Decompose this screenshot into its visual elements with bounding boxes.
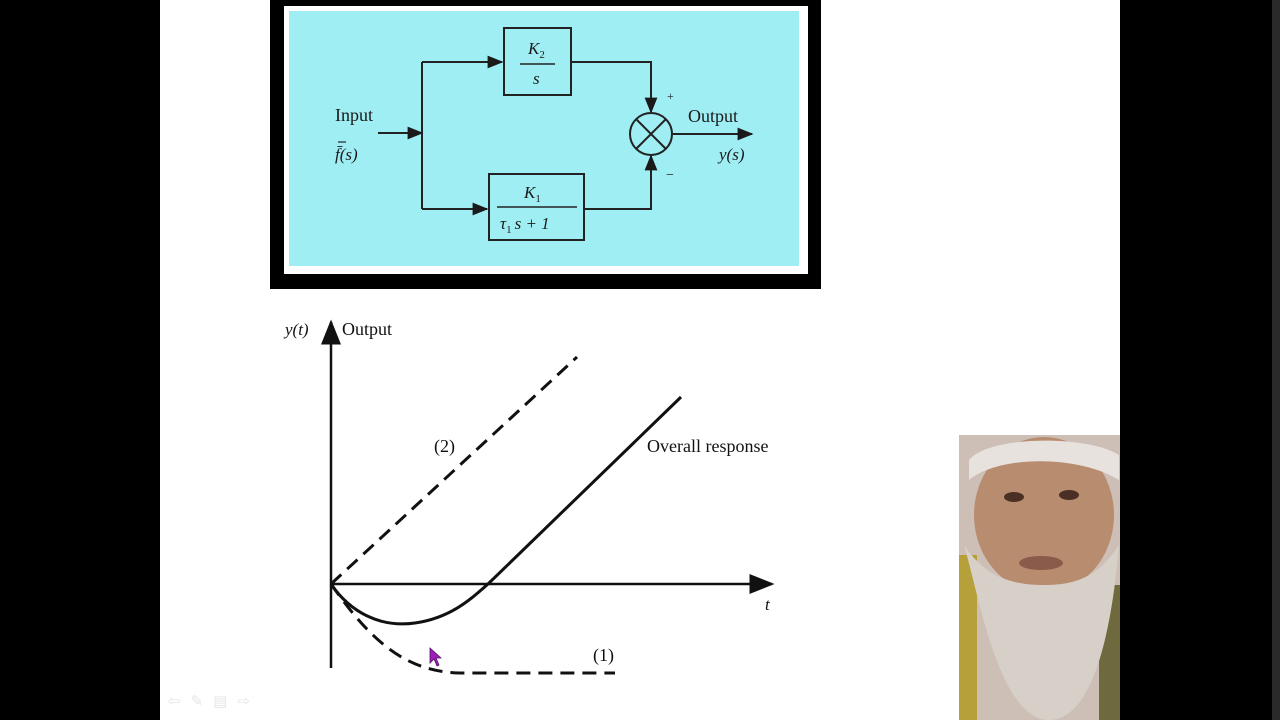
top-block-numerator: K2 xyxy=(527,39,545,61)
slideshow-toolbar: ⇦ ✎ ▤ ⇨ xyxy=(168,692,250,710)
bottom-block-numerator: K1 xyxy=(523,183,541,205)
output-label: Output xyxy=(688,106,738,126)
mouse-cursor-icon xyxy=(429,647,443,667)
back-arrow-icon[interactable]: ⇦ xyxy=(168,692,181,710)
curve-1-label: (1) xyxy=(593,645,614,666)
sum-minus-sign: − xyxy=(666,168,674,183)
curve-2-ramp xyxy=(329,355,579,586)
integrator-block xyxy=(503,27,572,96)
top-block-output-line xyxy=(571,61,658,114)
input-signal: f̄(s) xyxy=(335,145,358,164)
y-axis-label: y(t) xyxy=(283,320,309,339)
curve-1-first-order xyxy=(329,583,615,675)
presenter-avatar xyxy=(959,435,1120,720)
window-edge-strip xyxy=(1272,0,1280,720)
y-axis-title: Output xyxy=(342,319,392,339)
pen-icon[interactable]: ✎ xyxy=(190,692,204,710)
sum-plus-sign: + xyxy=(667,89,674,103)
overall-response-label: Overall response xyxy=(647,436,768,456)
input-label: Input xyxy=(335,105,373,125)
bottom-block-output-line xyxy=(584,154,658,210)
forward-arrow-icon[interactable]: ⇨ xyxy=(237,692,250,710)
top-block-denominator: s xyxy=(533,69,540,88)
curve-2-label: (2) xyxy=(434,436,455,457)
x-axis-label: t xyxy=(765,595,771,614)
output-signal: y(s) xyxy=(717,145,745,164)
menu-icon[interactable]: ▤ xyxy=(213,692,228,710)
webcam-video-feed xyxy=(959,435,1120,720)
overall-response-curve xyxy=(329,395,683,626)
summing-junction xyxy=(629,112,673,156)
